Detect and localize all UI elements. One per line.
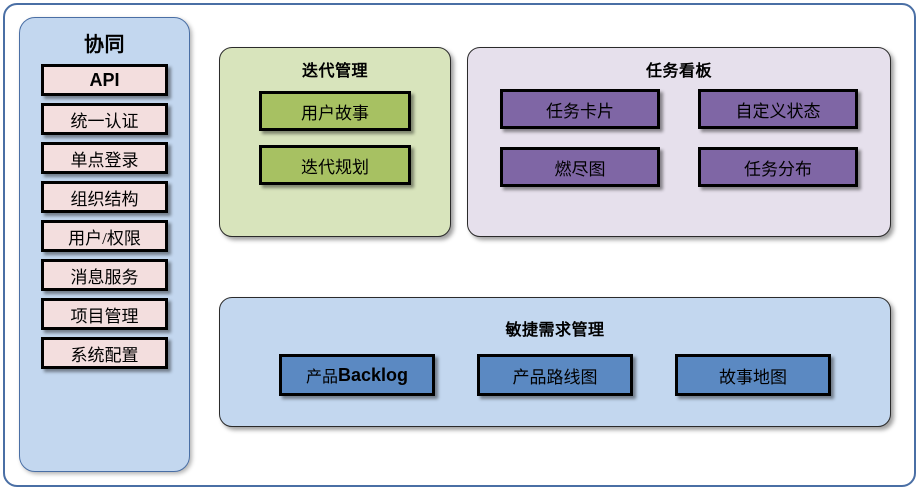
task-board-item-task-distribution[interactable]: 任务分布	[698, 147, 858, 187]
iteration-management-panel: 迭代管理 用户故事 迭代规划	[219, 47, 451, 237]
sidebar-title: 协同	[84, 34, 125, 56]
sidebar-item-api[interactable]: API	[41, 64, 168, 96]
iteration-item-user-story[interactable]: 用户故事	[259, 91, 411, 131]
agile-item-product-roadmap[interactable]: 产品路线图	[477, 354, 633, 396]
agile-item-product-backlog-latin: Backlog	[337, 364, 409, 385]
sidebar-item-system-config[interactable]: 系统配置	[41, 337, 168, 369]
sidebar-item-list: API 统一认证 单点登录 组织结构 用户/权限 消息服务 项目管理 系统配置	[20, 64, 189, 369]
collaboration-sidebar-panel: 协同 API 统一认证 单点登录 组织结构 用户/权限 消息服务 项目管理 系统…	[19, 17, 190, 472]
sidebar-item-single-sign-on[interactable]: 单点登录	[41, 142, 168, 174]
sidebar-item-user-permission[interactable]: 用户/权限	[41, 220, 168, 252]
agile-item-story-map[interactable]: 故事地图	[675, 354, 831, 396]
sidebar-item-project-management[interactable]: 项目管理	[41, 298, 168, 330]
sidebar-item-unified-auth[interactable]: 统一认证	[41, 103, 168, 135]
iteration-item-list: 用户故事 迭代规划	[220, 91, 450, 185]
sidebar-item-org-structure[interactable]: 组织结构	[41, 181, 168, 213]
iteration-item-iteration-planning[interactable]: 迭代规划	[259, 145, 411, 185]
iteration-panel-title: 迭代管理	[301, 63, 368, 80]
sidebar-item-message-service[interactable]: 消息服务	[41, 259, 168, 291]
task-board-item-custom-status[interactable]: 自定义状态	[698, 89, 858, 129]
task-board-title: 任务看板	[645, 63, 712, 80]
agile-item-product-backlog-cjk: 产品	[305, 369, 338, 386]
task-board-panel: 任务看板 任务卡片 自定义状态 燃尽图 任务分布	[467, 47, 891, 237]
task-board-item-task-card[interactable]: 任务卡片	[500, 89, 660, 129]
agile-panel-title: 敏捷需求管理	[505, 322, 605, 339]
task-board-item-grid: 任务卡片 自定义状态 燃尽图 任务分布	[468, 89, 890, 187]
task-board-item-burndown-chart[interactable]: 燃尽图	[500, 147, 660, 187]
